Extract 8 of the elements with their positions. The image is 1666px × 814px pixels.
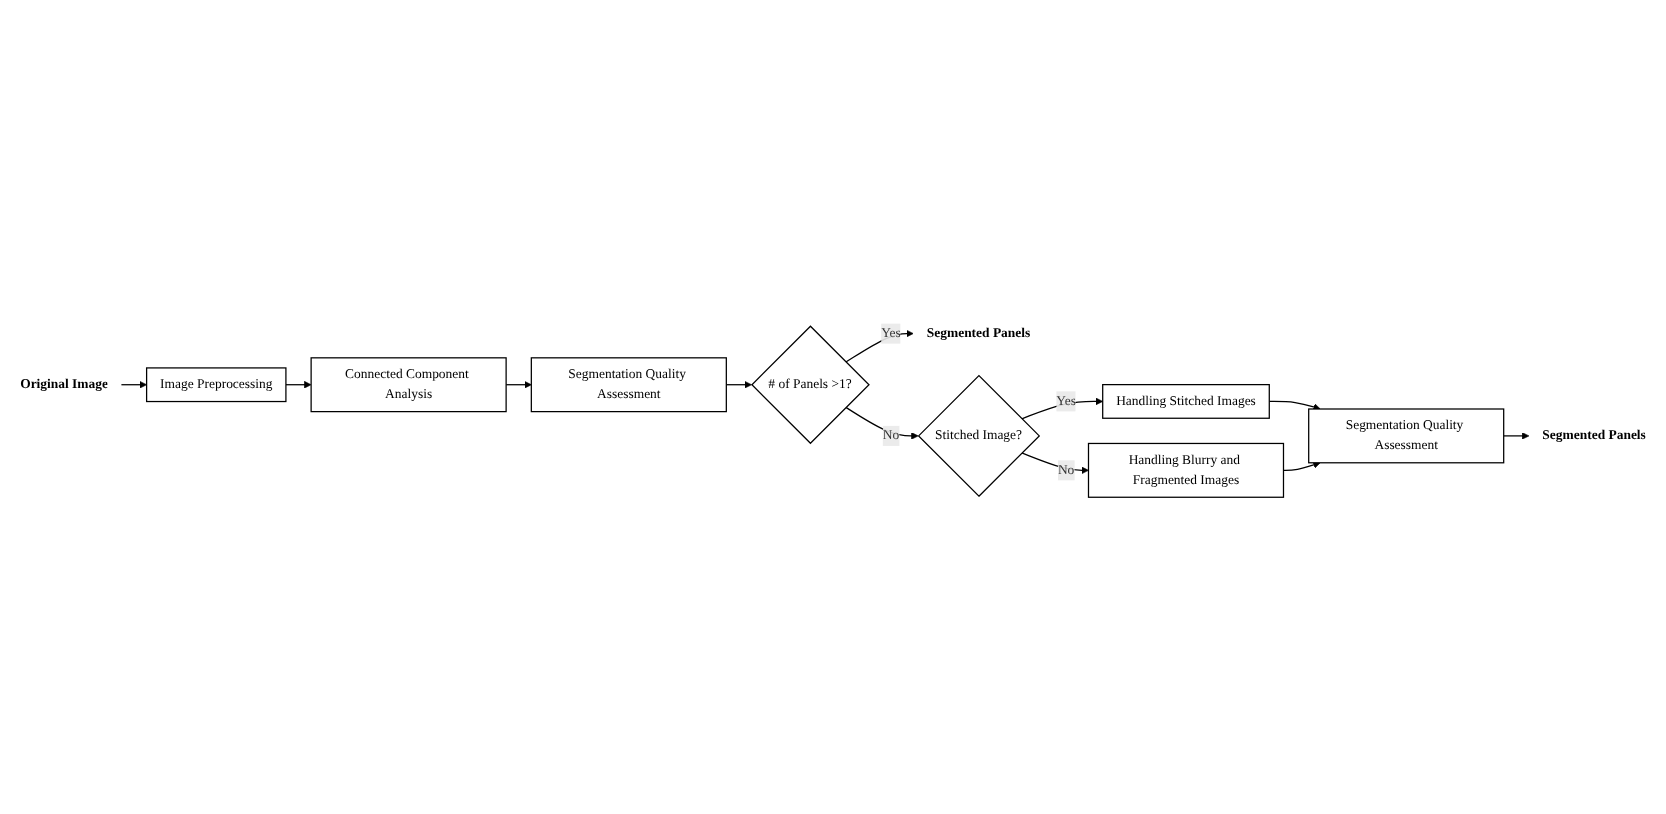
arrow [1268,400,1321,411]
arrow [1503,432,1530,440]
arrow [845,329,914,363]
arrow [285,381,312,389]
arrow [120,381,147,389]
arrow [505,381,532,389]
arrow [1282,461,1321,471]
arrow [725,381,752,389]
